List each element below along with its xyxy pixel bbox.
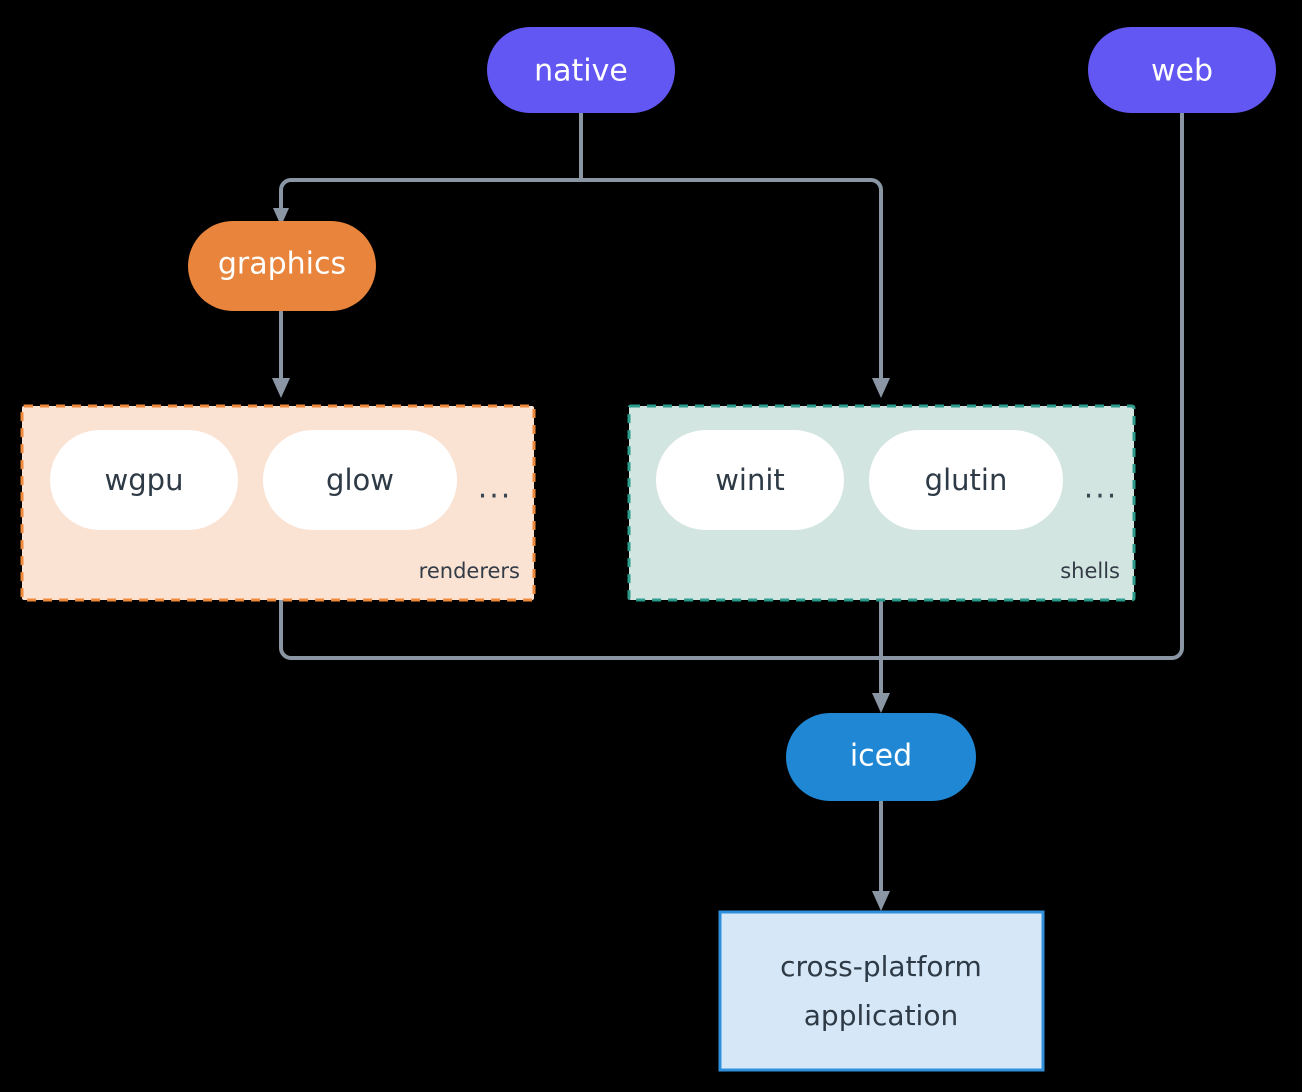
node-web-shape[interactable]	[1088, 27, 1276, 113]
renderers-ellipsis: ...	[478, 471, 513, 506]
pill-wgpu-shape[interactable]	[50, 430, 238, 530]
node-native[interactable]: native	[487, 27, 675, 113]
node-graphics-shape[interactable]	[188, 221, 376, 311]
pill-glutin-shape[interactable]	[869, 430, 1063, 530]
group-shells-label: shells	[1060, 559, 1120, 583]
group-renderers-label: renderers	[419, 559, 520, 583]
node-native-shape[interactable]	[487, 27, 675, 113]
node-graphics[interactable]: graphics	[188, 221, 376, 311]
pill-glow-shape[interactable]	[263, 430, 457, 530]
pill-glutin-label: glutin	[925, 463, 1008, 497]
group-renderers[interactable]: wgpu glow ... renderers	[20, 404, 536, 602]
node-native-label: native	[534, 54, 628, 89]
node-application-shape[interactable]	[718, 910, 1045, 1072]
edge-native-to-shells-arrowhead	[872, 378, 890, 398]
pill-wgpu-label: wgpu	[105, 463, 184, 497]
node-iced-shape[interactable]	[786, 713, 976, 801]
node-application[interactable]: cross-platform application	[718, 910, 1045, 1072]
edge-iced-to-application-arrowhead	[872, 891, 890, 911]
edge-native-to-shells	[579, 178, 883, 383]
edge-merge-arrowhead	[872, 693, 890, 713]
group-shells[interactable]: winit glutin ... shells	[627, 404, 1136, 602]
edge-native-to-graphics-arrowhead	[273, 208, 289, 226]
edge-graphics-to-renderers-arrowhead	[272, 378, 290, 398]
node-graphics-label: graphics	[218, 247, 346, 282]
pill-winit-shape[interactable]	[656, 430, 844, 530]
node-web-label: web	[1151, 54, 1213, 89]
node-iced-label: iced	[850, 739, 912, 774]
edge-native-to-graphics	[279, 178, 583, 214]
pill-winit-label: winit	[715, 463, 785, 497]
shells-ellipsis: ...	[1084, 471, 1119, 506]
pill-glow-label: glow	[326, 463, 394, 497]
node-application-label-line1: cross-platform	[780, 950, 982, 983]
edge-renderers-to-iced	[279, 599, 883, 660]
edge-web-to-iced	[879, 111, 1184, 660]
edge-layer	[272, 111, 1184, 911]
node-application-label-line2: application	[804, 999, 958, 1032]
node-web[interactable]: web	[1088, 27, 1276, 113]
node-iced[interactable]: iced	[786, 713, 976, 801]
